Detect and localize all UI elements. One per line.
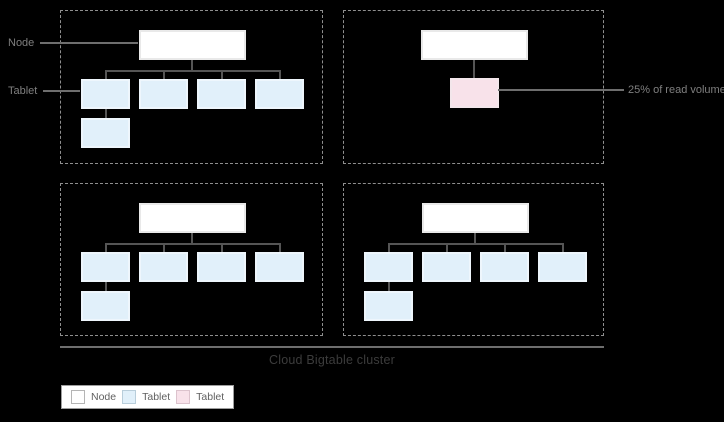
legend-swatch-node [71, 390, 85, 404]
tablet-rect-blue [139, 252, 188, 282]
connector-line [562, 243, 564, 252]
connector-line [279, 70, 281, 79]
read-volume-label: 25% of read volume [628, 84, 724, 96]
connector-line [191, 233, 193, 243]
legend-label-tablet-blue: Tablet [142, 391, 171, 403]
connector-line [504, 243, 506, 252]
tablet-rect-blue [139, 79, 188, 109]
read-volume-leader-line [498, 89, 624, 91]
connector-line [105, 282, 107, 291]
connector-line [388, 243, 564, 245]
legend-item-tablet-blue: Tablet [122, 390, 170, 404]
connector-line [105, 109, 107, 118]
node-rect [421, 30, 528, 60]
tablet-rect-blue [255, 252, 304, 282]
cluster-baseline [60, 346, 604, 348]
tablet-rect-blue [538, 252, 587, 282]
legend-item-node: Node [71, 390, 116, 404]
connector-line [105, 243, 281, 245]
legend-item-tablet-pink: Tablet [176, 390, 224, 404]
node-rect [139, 30, 246, 60]
connector-line [279, 243, 281, 252]
connector-line [105, 70, 107, 79]
node-rect [422, 203, 529, 233]
legend-label-tablet-pink: Tablet [196, 391, 225, 403]
tablet-rect-blue [197, 79, 246, 109]
tablet-server-box-1 [60, 10, 323, 164]
tablet-rect-blue [364, 291, 413, 321]
tablet-server-box-4 [343, 183, 604, 336]
tablet-rect-blue [81, 252, 130, 282]
connector-line [221, 243, 223, 252]
legend: Node Tablet Tablet [61, 385, 235, 409]
connector-line [105, 70, 281, 72]
connector-line [163, 243, 165, 252]
tablet-rect-blue [480, 252, 529, 282]
tablet-rect-pink [450, 78, 499, 108]
legend-swatch-tablet-pink [176, 390, 191, 404]
connector-line [163, 70, 165, 79]
tablet-rect-blue [255, 79, 304, 109]
tablet-pointer-label: Tablet [8, 85, 38, 97]
connector-line [388, 243, 390, 252]
legend-swatch-tablet-blue [122, 390, 137, 404]
tablet-leader-line [43, 90, 80, 92]
tablet-rect-blue [197, 252, 246, 282]
node-rect [139, 203, 246, 233]
tablet-rect-blue [81, 118, 130, 148]
connector-line [191, 60, 193, 70]
connector-line [221, 70, 223, 79]
connector-line [473, 60, 475, 78]
connector-line [388, 282, 390, 291]
connector-line [446, 243, 448, 252]
legend-label-node: Node [91, 391, 117, 403]
node-leader-line [40, 42, 138, 44]
tablet-server-box-2 [343, 10, 604, 164]
connector-line [105, 243, 107, 252]
tablet-rect-blue [81, 291, 130, 321]
tablet-rect-blue [422, 252, 471, 282]
tablet-rect-blue [364, 252, 413, 282]
tablet-rect-blue [81, 79, 130, 109]
tablet-server-box-3 [60, 183, 323, 336]
cluster-caption: Cloud Bigtable cluster [269, 353, 395, 367]
connector-line [474, 233, 476, 243]
node-pointer-label: Node [8, 37, 35, 49]
